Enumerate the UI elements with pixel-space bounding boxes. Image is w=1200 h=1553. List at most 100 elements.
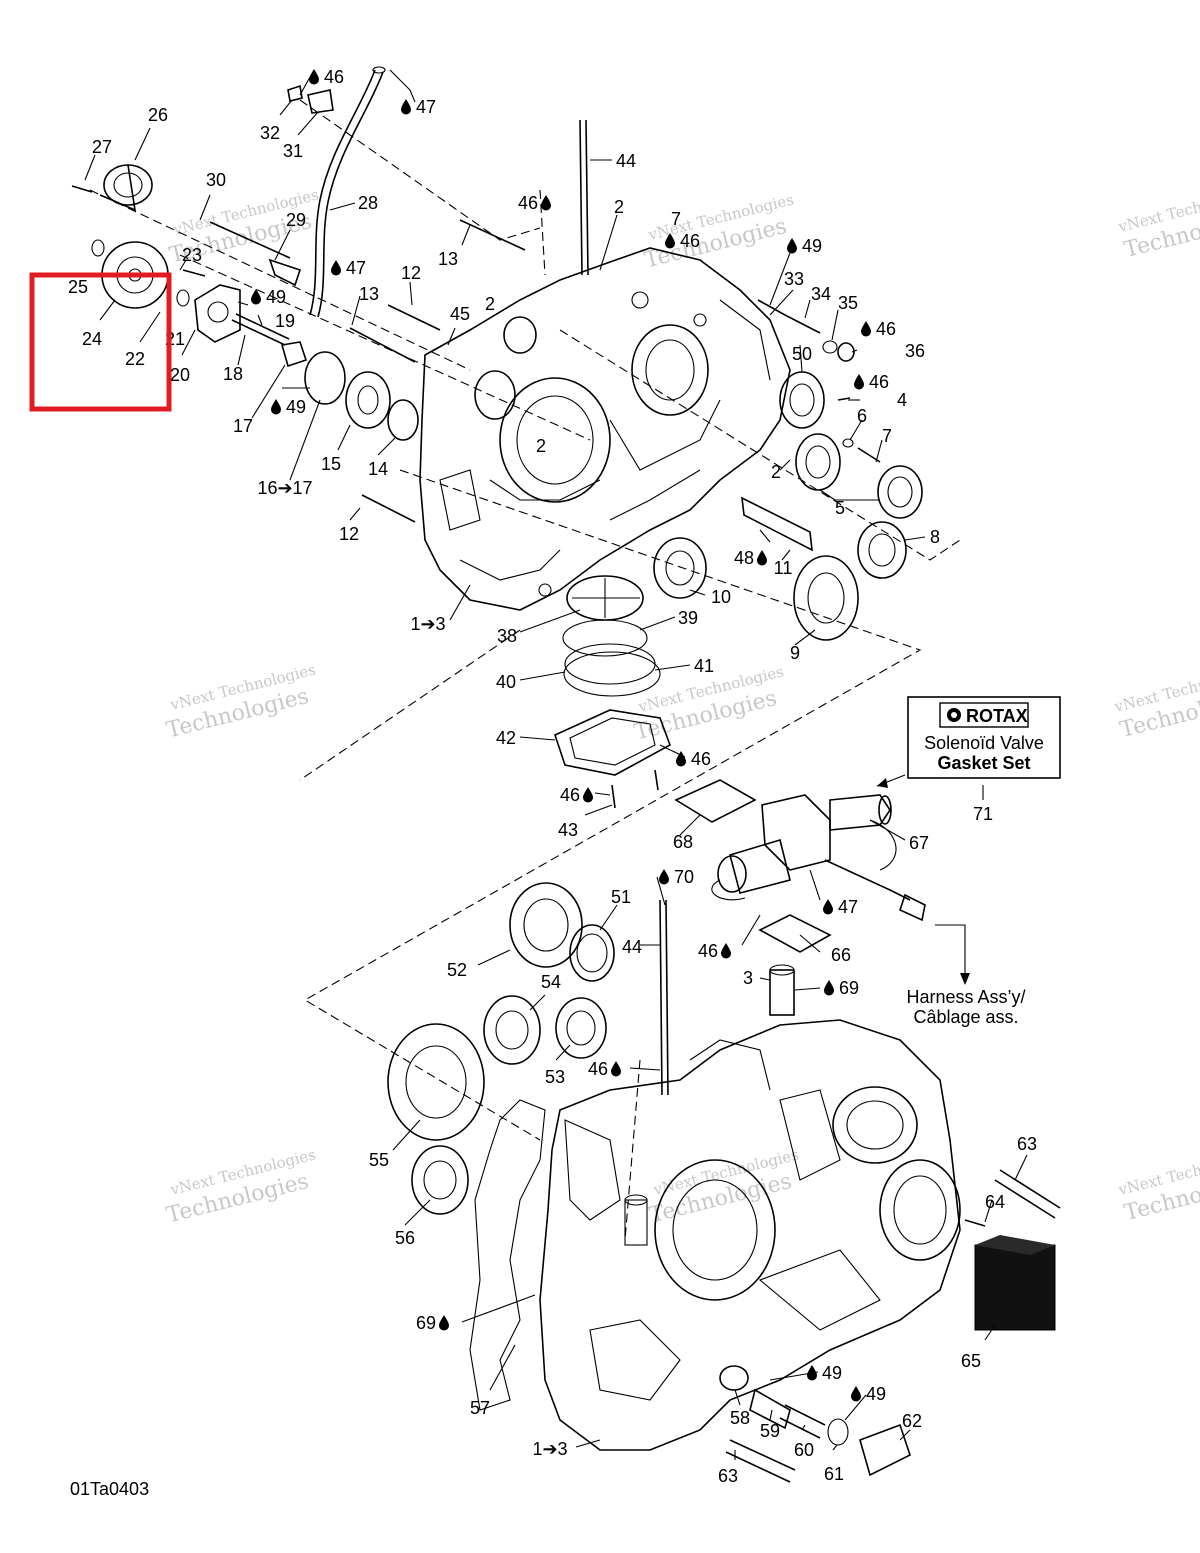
callout-number: 36	[905, 341, 925, 361]
callout-86: 62	[902, 1411, 922, 1431]
callout-56: 9	[790, 643, 800, 663]
callout-42: 2	[536, 436, 546, 456]
callout-84: 49	[807, 1363, 842, 1383]
callout-91: 61	[824, 1464, 844, 1484]
callout-77: 53	[545, 1067, 565, 1087]
callout-21: 19	[275, 311, 295, 331]
callout-number: 49	[822, 1363, 842, 1383]
callout-number: 4	[897, 390, 907, 410]
callout-number: 5	[835, 498, 845, 518]
callout-number: 59	[760, 1421, 780, 1441]
callout-number: 63	[718, 1466, 738, 1486]
callout-32: 18	[223, 364, 243, 384]
callout-number: 12	[339, 524, 359, 544]
callout-number: 46	[324, 67, 344, 87]
callout-44: 7	[882, 426, 892, 446]
callout-34: 45	[450, 304, 470, 324]
callout-number: 8	[930, 527, 940, 547]
callout-number: 33	[784, 269, 804, 289]
callout-28: 24	[82, 329, 102, 349]
callout-50: 48	[734, 548, 767, 568]
rotax-line1: Solenoïd Valve	[924, 733, 1044, 753]
callout-number: 14	[368, 459, 388, 479]
callout-number: 15	[321, 454, 341, 474]
callout-number: 64	[985, 1192, 1005, 1212]
callout-number: 46	[588, 1059, 608, 1079]
callout-number: 42	[496, 728, 516, 748]
callout-40: 15	[321, 454, 341, 474]
assembly-guide-lines	[89, 99, 961, 1241]
callout-12: 7	[671, 209, 681, 229]
callout-53: 1➔3	[410, 614, 445, 634]
callout-number: 44	[616, 151, 636, 171]
callout-17: 25	[68, 277, 88, 297]
callout-number: 2	[485, 294, 495, 314]
callout-75: 54	[541, 972, 561, 992]
callout-number: 10	[711, 587, 731, 607]
callout-6: 30	[206, 170, 226, 190]
oil-drop-icon	[851, 1386, 861, 1402]
callout-number: 29	[286, 210, 306, 230]
callout-number: 49	[866, 1384, 886, 1404]
highlight-box	[29, 272, 172, 412]
callout-number: 26	[148, 105, 168, 125]
rotax-gasket-set-box: ROTAX Solenoïd Valve Gasket Set	[876, 696, 1061, 788]
oil-drop-icon	[823, 899, 833, 915]
callout-number: 30	[206, 170, 226, 190]
callout-number: 47	[838, 897, 858, 917]
callout-93: 63	[718, 1466, 738, 1486]
callout-number: 66	[831, 945, 851, 965]
callout-80: 64	[985, 1192, 1005, 1212]
callout-45: 2	[771, 462, 781, 482]
callout-number: 27	[92, 137, 112, 157]
callout-79: 63	[1017, 1134, 1037, 1154]
callout-82: 65	[961, 1351, 981, 1371]
callout-35: 50	[792, 344, 812, 364]
callout-number: 49	[266, 287, 286, 307]
callout-number: 40	[496, 672, 516, 692]
callout-number: 53	[545, 1067, 565, 1087]
callout-49: 8	[930, 527, 940, 547]
callout-number: 54	[541, 972, 561, 992]
callout-14: 49	[787, 236, 822, 256]
callout-number: 34	[811, 284, 831, 304]
oil-drop-icon	[787, 238, 797, 254]
harness-line2: Câblage ass.	[913, 1007, 1018, 1027]
callout-number: 7	[882, 426, 892, 446]
callout-3: 31	[283, 141, 303, 161]
callout-55: 38	[497, 626, 517, 646]
callout-number: 39	[678, 608, 698, 628]
callout-number: 70	[674, 867, 694, 887]
callout-number: 43	[558, 820, 578, 840]
callout-11: 2	[614, 197, 624, 217]
callout-number: 44	[622, 937, 642, 957]
callout-92: 1➔3	[532, 1439, 567, 1459]
oil-drop-icon	[583, 787, 593, 803]
callout-number: 24	[82, 329, 102, 349]
callout-number: 16➔17	[257, 478, 312, 498]
callout-83: 69	[416, 1313, 449, 1333]
oil-drop-icon	[861, 321, 871, 337]
callout-number: 46	[680, 231, 700, 251]
callout-number: 25	[68, 277, 88, 297]
callout-19: 12	[401, 263, 421, 283]
callout-number: 69	[416, 1313, 436, 1333]
callout-number: 1➔3	[410, 614, 445, 634]
oil-drop-icon	[676, 751, 686, 767]
callout-31: 20	[170, 365, 190, 385]
callout-36: 46	[854, 372, 889, 392]
callout-number: 62	[902, 1411, 922, 1431]
callout-number: 23	[182, 245, 202, 265]
callout-number: 2	[614, 197, 624, 217]
callout-48: 12	[339, 524, 359, 544]
oil-drop-icon	[439, 1315, 449, 1331]
callout-58: 40	[496, 672, 516, 692]
callout-number: 47	[416, 97, 436, 117]
callout-number: 46	[560, 785, 580, 805]
callout-number: 63	[1017, 1134, 1037, 1154]
callout-8: 28	[358, 193, 378, 213]
callout-number: 48	[734, 548, 754, 568]
oil-drop-icon	[665, 233, 675, 249]
callout-number: 41	[694, 656, 714, 676]
